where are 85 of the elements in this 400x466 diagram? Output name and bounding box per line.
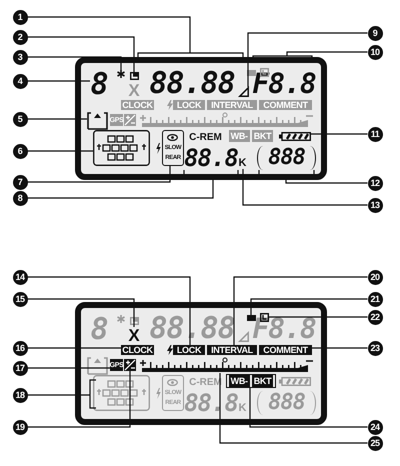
leader-line bbox=[26, 379, 97, 409]
shutter-speed-digits: 88.88 bbox=[145, 69, 239, 99]
frame-count-digits: 88.8 bbox=[183, 146, 239, 170]
bkt-indicator: BKT bbox=[252, 375, 274, 387]
comment-indicator: COMMENT bbox=[259, 100, 312, 110]
small-box-icon bbox=[130, 72, 139, 80]
leader-line bbox=[242, 169, 368, 206]
callout-number: 14 bbox=[12, 270, 28, 284]
leader-line bbox=[28, 80, 90, 82]
kelvin-text: K bbox=[238, 158, 247, 169]
callout-number: 7 bbox=[12, 174, 28, 190]
af-area-icon bbox=[93, 130, 150, 166]
c-rem-indicator: C-REM bbox=[188, 132, 223, 144]
mode-digit: 8 bbox=[90, 70, 108, 100]
bracket-outline bbox=[226, 374, 276, 388]
card-slot-icon bbox=[87, 112, 108, 130]
wb-indicator: WB- bbox=[228, 130, 250, 142]
callout-number: 11 bbox=[368, 126, 382, 142]
callout-number: 4 bbox=[12, 74, 28, 88]
battery-icon bbox=[279, 132, 311, 141]
callout-number: 3 bbox=[12, 50, 28, 64]
leader-line bbox=[26, 169, 239, 199]
flash-sync-indicator: X bbox=[127, 82, 141, 98]
leader-line bbox=[249, 387, 368, 428]
callout-number: 2 bbox=[12, 30, 28, 44]
flash-mode-box bbox=[162, 130, 184, 166]
exposure-scale-icon bbox=[138, 357, 314, 373]
af-area-icon bbox=[93, 375, 150, 411]
callout-number: 22 bbox=[368, 310, 382, 324]
mode-digit: 8 bbox=[90, 315, 108, 345]
comment-indicator: COMMENT bbox=[259, 345, 312, 355]
interval-indicator: INTERVAL bbox=[207, 345, 257, 355]
leader-line bbox=[312, 347, 368, 349]
leader-line bbox=[28, 276, 191, 345]
aperture-digits: F8.8 bbox=[252, 69, 316, 99]
leader-line bbox=[26, 16, 244, 59]
clock-indicator: CLOCK bbox=[121, 345, 154, 355]
flash-sync-indicator: X bbox=[127, 327, 141, 343]
leader-line bbox=[28, 347, 121, 349]
bkt-indicator: BKT bbox=[252, 130, 274, 142]
callout-number: 13 bbox=[368, 198, 382, 212]
leader-line bbox=[28, 298, 135, 327]
leader-line bbox=[28, 150, 93, 152]
callout-number: 1 bbox=[12, 10, 28, 24]
callout-number: 17 bbox=[12, 360, 28, 376]
flash-lock-indicator: LOCK bbox=[173, 345, 205, 355]
kelvin-text: K bbox=[238, 403, 247, 414]
callout-number: 25 bbox=[368, 436, 382, 450]
callout-number: 10 bbox=[368, 44, 382, 60]
leader-line bbox=[258, 169, 368, 184]
callout-number: 18 bbox=[12, 388, 28, 402]
asterisk-icon bbox=[117, 70, 125, 78]
aperture-digits: F8.8 bbox=[252, 314, 316, 344]
wb-indicator: WB- bbox=[228, 375, 250, 387]
leader-line bbox=[311, 133, 368, 135]
wedge-icon bbox=[239, 87, 249, 97]
callout-number: 8 bbox=[12, 190, 28, 206]
interval-indicator: INTERVAL bbox=[207, 100, 257, 110]
callout-number: 23 bbox=[368, 340, 382, 356]
leader-line bbox=[28, 166, 171, 183]
callout-number: 24 bbox=[368, 420, 382, 434]
leader-line bbox=[247, 32, 368, 87]
leader-line bbox=[28, 36, 135, 72]
leader-line bbox=[28, 56, 122, 70]
callout-number: 6 bbox=[12, 144, 28, 158]
leader-line bbox=[233, 276, 368, 345]
callout-number: 16 bbox=[12, 340, 28, 356]
leader-line bbox=[219, 373, 368, 444]
clock-indicator: CLOCK bbox=[121, 100, 154, 110]
callout-number: 9 bbox=[368, 26, 382, 40]
leader-line bbox=[28, 367, 110, 369]
callout-number: 19 bbox=[12, 420, 28, 434]
leader-line bbox=[28, 371, 131, 428]
callout-number: 21 bbox=[368, 292, 382, 306]
callout-number: 15 bbox=[12, 292, 28, 306]
leader-line bbox=[28, 118, 87, 120]
callout-number: 20 bbox=[368, 270, 382, 284]
callout-number: 5 bbox=[12, 112, 28, 126]
callout-number: 12 bbox=[368, 176, 382, 190]
leader-line bbox=[269, 316, 368, 318]
remaining-digits: 888 bbox=[268, 147, 305, 169]
flash-lock-indicator: LOCK bbox=[173, 100, 205, 110]
exposure-compensation-icon bbox=[124, 359, 136, 371]
remaining-digits: 888 bbox=[268, 392, 305, 414]
leader-line bbox=[250, 298, 368, 315]
